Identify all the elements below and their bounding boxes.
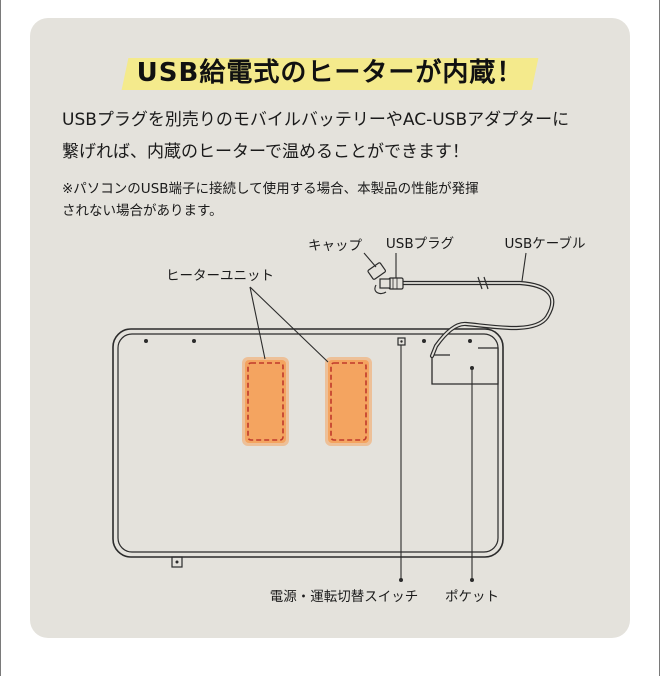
heater-unit-right-dash bbox=[330, 362, 367, 441]
product-body-outline bbox=[112, 328, 504, 558]
body-dot bbox=[192, 339, 196, 343]
label-cap: キャップ bbox=[308, 238, 362, 254]
title-area: USB給電式のヒーターが内蔵！ bbox=[30, 48, 630, 98]
body-dot bbox=[144, 339, 148, 343]
description-line-1: USBプラグを別売りのモバイルバッテリーやAC-USBアダプターに bbox=[62, 110, 570, 130]
usb-cable-inner bbox=[401, 282, 553, 357]
label-pocket: ポケット bbox=[445, 589, 499, 605]
leader-usb-cable bbox=[521, 252, 527, 282]
body-dot bbox=[468, 339, 472, 343]
usb-cable bbox=[399, 280, 555, 359]
leader-cap bbox=[363, 252, 377, 268]
leader-heater-left bbox=[249, 286, 266, 360]
cable-break bbox=[477, 276, 489, 290]
bottom-tab-dot bbox=[175, 560, 179, 564]
body-dot bbox=[422, 339, 426, 343]
leader-power-switch-dot bbox=[399, 578, 403, 582]
label-heater-unit: ヒーターユニット bbox=[166, 268, 274, 284]
pocket bbox=[431, 347, 499, 385]
cap-strap bbox=[374, 284, 387, 295]
cap-body bbox=[367, 262, 387, 280]
note-line-2: されない場合があります。 bbox=[62, 203, 223, 219]
cap bbox=[367, 262, 387, 280]
description-line-2: 繋げれば、内蔵のヒーターで温めることができます！ bbox=[62, 142, 469, 162]
note-line-1: ※パソコンのUSB端子に接続して使用する場合、本製品の性能が発揮 bbox=[62, 181, 479, 197]
page-title: USB給電式のヒーターが内蔵！ bbox=[136, 58, 524, 88]
label-power-switch: 電源・運転切替スイッチ bbox=[270, 589, 419, 605]
page-border-left bbox=[0, 0, 1, 676]
heater-unit-left-dash bbox=[247, 362, 284, 441]
leader-heater-right bbox=[249, 286, 329, 363]
usb-plug-ridges bbox=[392, 278, 398, 289]
description: USBプラグを別売りのモバイルバッテリーやAC-USBアダプターに 繋げれば、内… bbox=[62, 104, 607, 168]
label-usb-cable: USBケーブル bbox=[505, 235, 586, 252]
usb-plug-head bbox=[379, 278, 391, 289]
usage-note: ※パソコンのUSB端子に接続して使用する場合、本製品の性能が発揮 されない場合が… bbox=[62, 178, 607, 222]
leader-pocket-dot bbox=[470, 578, 474, 582]
product-body-inner bbox=[117, 333, 499, 553]
usb-plug-body bbox=[388, 277, 404, 290]
label-usb-plug: USBプラグ bbox=[386, 236, 454, 252]
power-switch-center bbox=[400, 340, 403, 343]
heater-unit-left bbox=[245, 360, 286, 443]
leader-pocket-start bbox=[470, 366, 474, 370]
bottom-tab bbox=[171, 556, 183, 568]
heater-unit-right bbox=[328, 360, 369, 443]
